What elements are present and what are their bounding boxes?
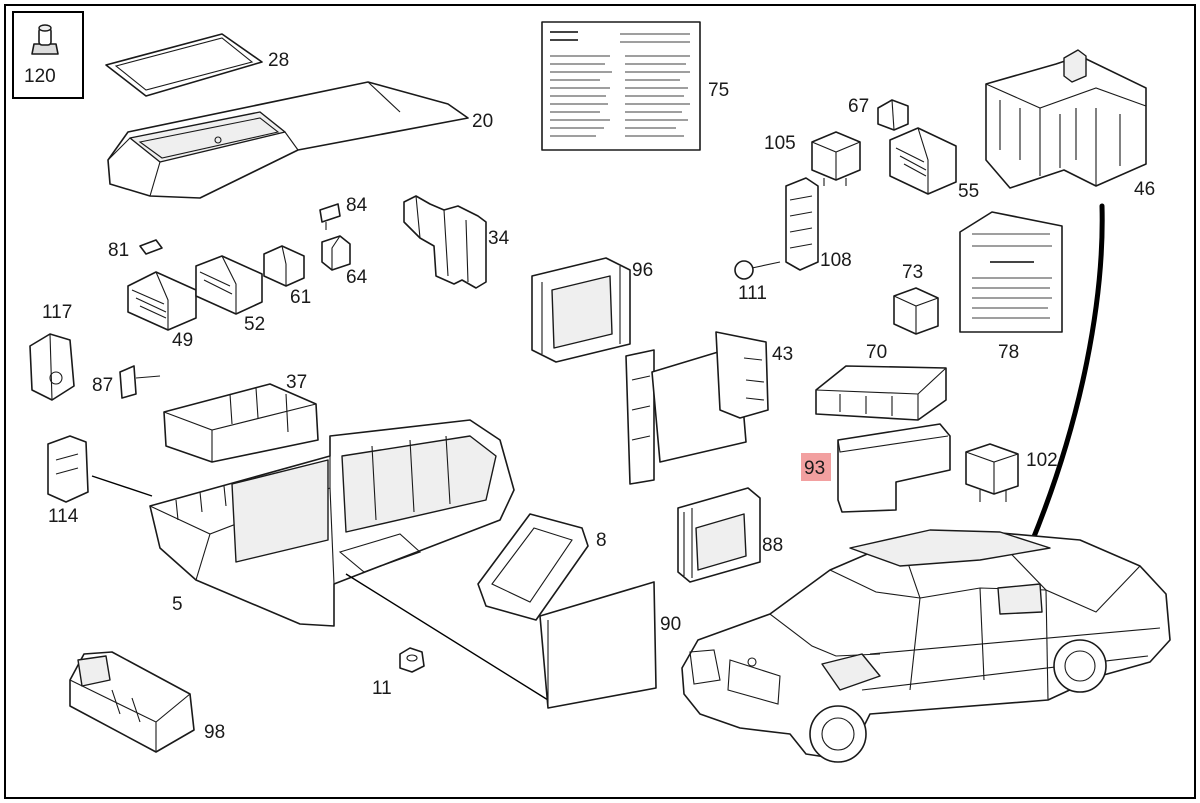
part-5-main-housing[interactable] (149, 419, 515, 627)
part-105-relay[interactable] (811, 131, 861, 186)
leader-46-to-car (1007, 203, 1105, 595)
part-98-tray[interactable] (69, 651, 195, 753)
part-43-module-bracket[interactable] (625, 331, 769, 485)
callout-93-highlight (801, 453, 831, 481)
part-96-control-module[interactable] (531, 257, 631, 363)
callout-11: 11 (372, 678, 392, 699)
part-90-panel[interactable] (539, 581, 657, 709)
part-28-cover-seal[interactable] (105, 33, 263, 97)
callout-37: 37 (286, 372, 307, 393)
part-37-tray[interactable] (163, 383, 319, 463)
callout-93: 93 (804, 458, 825, 479)
part-81-fuse[interactable] (139, 239, 163, 255)
part-102-relay[interactable] (965, 443, 1019, 502)
callout-96: 96 (632, 260, 653, 281)
part-117-plug[interactable] (29, 333, 75, 401)
part-8-seal[interactable] (477, 513, 589, 621)
part-64-plug[interactable] (321, 235, 351, 271)
label-78-lines (972, 233, 1052, 319)
callout-90: 90 (660, 614, 681, 635)
callout-84: 84 (346, 195, 368, 216)
part-114-clip[interactable] (47, 435, 89, 503)
callout-67: 67 (848, 96, 869, 117)
callout-55: 55 (958, 181, 979, 202)
part-49-fuse-block[interactable] (127, 271, 197, 331)
callout-87: 87 (92, 375, 113, 396)
callout-111: 111 (738, 283, 767, 304)
part-120-nut[interactable] (12, 11, 84, 99)
callout-52: 52 (244, 314, 265, 335)
callout-117: 117 (42, 302, 72, 323)
part-67-connector[interactable] (877, 99, 909, 131)
callout-46: 46 (1134, 179, 1155, 200)
callout-75: 75 (708, 80, 729, 101)
diagram-frame (4, 4, 1196, 799)
leader-114 (91, 475, 153, 497)
callout-88: 88 (762, 535, 783, 556)
callout-8: 8 (596, 530, 607, 551)
vehicle-illustration (681, 529, 1171, 763)
callout-5: 5 (172, 594, 183, 615)
part-20-fuse-box-cover[interactable] (107, 81, 469, 199)
callout-73: 73 (902, 262, 923, 283)
callout-114: 114 (48, 506, 79, 527)
part-11-nut[interactable] (399, 647, 425, 673)
callout-64: 64 (346, 267, 368, 288)
part-73-relay[interactable] (893, 287, 939, 335)
part-108-relay-stack[interactable] (785, 177, 819, 271)
part-120-inset-box (12, 11, 84, 99)
part-34-bracket[interactable] (403, 195, 487, 289)
callout-43: 43 (772, 344, 793, 365)
part-52-fuse-block[interactable] (195, 255, 263, 315)
callout-98: 98 (204, 722, 225, 743)
part-87-clip[interactable] (119, 365, 161, 399)
part-46-fuse-box-housing[interactable] (985, 49, 1147, 189)
callout-28: 28 (268, 50, 289, 71)
callout-120: 120 (24, 66, 56, 87)
part-70-relay-base[interactable] (815, 365, 947, 421)
part-75-label-sheet[interactable] (541, 21, 701, 151)
leader-5-to-90 (345, 573, 549, 701)
part-55-connector-block[interactable] (889, 127, 957, 195)
callout-34: 34 (488, 228, 510, 249)
part-61-connector[interactable] (263, 245, 305, 287)
part-84-fuse[interactable] (319, 203, 341, 230)
part-93-module[interactable] (837, 423, 951, 513)
callout-102: 102 (1026, 450, 1058, 471)
part-88-module[interactable] (677, 487, 761, 583)
callout-61: 61 (290, 287, 311, 308)
callout-20: 20 (472, 111, 493, 132)
callout-78: 78 (998, 342, 1019, 363)
callout-105: 105 (764, 133, 796, 154)
callout-81: 81 (108, 240, 129, 261)
part-78-label-sheet[interactable] (959, 211, 1063, 333)
part-111-screw[interactable] (734, 260, 781, 280)
callout-49: 49 (172, 330, 193, 351)
callout-70: 70 (866, 342, 887, 363)
label-75-lines (550, 31, 690, 137)
callout-108: 108 (820, 250, 852, 271)
